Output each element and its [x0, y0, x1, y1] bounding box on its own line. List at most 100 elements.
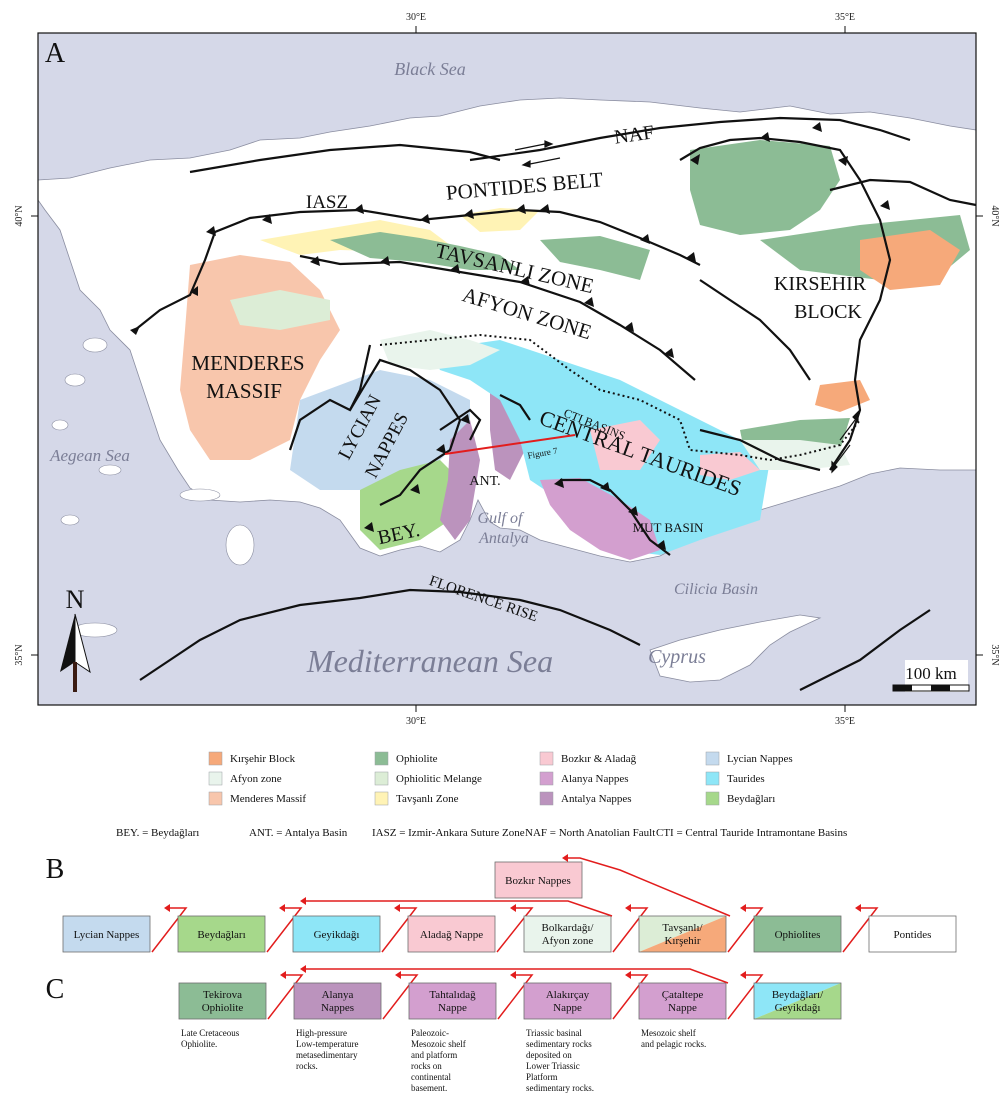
ant-label: ANT.	[469, 474, 500, 489]
nappe-box	[638, 915, 727, 953]
island	[82, 337, 108, 353]
nappe-box	[753, 915, 842, 953]
kirsehir-label: KIRSEHIR	[774, 273, 867, 295]
nappe-box-label: Aladağ Nappe	[420, 929, 483, 941]
nappe-box-label: Afyon zone	[542, 935, 594, 947]
nappe-box-label: Pontides	[894, 929, 932, 941]
nappe-box	[177, 915, 266, 953]
lat-40-right: 40°N	[989, 205, 1000, 226]
bozkir-nappes-box	[494, 861, 583, 899]
block-label: BLOCK	[794, 301, 862, 323]
legend-label: Ophiolite	[396, 753, 438, 765]
legend-swatch	[374, 771, 389, 786]
nappe-box-label: Ophiolite	[202, 1002, 244, 1014]
island	[51, 419, 69, 431]
nappe-box	[178, 982, 267, 1020]
graticule-ticks	[31, 26, 983, 712]
nappe-box-label: Tekirova	[203, 989, 242, 1001]
nappe-box-label: Ophiolites	[775, 929, 821, 941]
thrust-arrow	[266, 907, 303, 953]
thrust-arrowhead	[280, 971, 286, 979]
bozkir-nappes-label: Bozkır Nappes	[505, 875, 571, 887]
nappe-box-label: Nappes	[321, 1002, 354, 1014]
legend-label: Kırşehir Block	[230, 753, 296, 765]
legend-swatch	[374, 791, 389, 806]
thrust-arrowhead	[625, 971, 631, 979]
nappe-box	[407, 915, 496, 953]
nappe-box	[293, 982, 382, 1020]
legend-label: Beydağları	[727, 793, 775, 805]
panel-a-label: A	[45, 38, 66, 69]
scale-bar-label: 100 km	[905, 664, 956, 683]
nappe-description: deposited on	[526, 1050, 572, 1060]
nappe-box-label: Nappe	[668, 1002, 697, 1014]
nappe-description: Mesozoic shelf	[411, 1039, 466, 1049]
thrust-arrowhead	[300, 897, 306, 905]
nappe-box-label: Alanya	[322, 989, 354, 1001]
map-frame	[37, 32, 977, 706]
nappe-box-label: Alakırçay	[546, 989, 590, 1001]
gulf-of-label: Gulf of	[478, 510, 525, 527]
thrust-arrow	[496, 907, 534, 953]
long-thrust-arrow	[304, 900, 613, 917]
nappe-description: Lower Triassic	[526, 1061, 580, 1071]
kirsehir-fill	[639, 916, 726, 952]
nappe-description: sedimentary rocks.	[526, 1083, 594, 1093]
thrust-arrowhead	[625, 904, 631, 912]
thrust-arrowhead	[300, 965, 306, 973]
abbreviation-text: CTI = Central Tauride Intramontane Basin…	[656, 827, 847, 839]
lat-35-right: 35°N	[989, 644, 1000, 665]
beydaglari-fill	[754, 983, 841, 1019]
nappe-description: Late Cretaceous	[181, 1028, 240, 1038]
thrust-arrow	[267, 974, 304, 1020]
island	[179, 488, 221, 502]
lat-35-left: 35°N	[14, 644, 25, 665]
thrust-markers	[130, 122, 890, 550]
nappe-box-label: Nappe	[438, 1002, 467, 1014]
legend-label: Tavşanlı Zone	[396, 793, 459, 805]
legend-swatch	[208, 751, 223, 766]
nappe-box-label: Tahtalıdağ	[429, 989, 476, 1001]
legend-label: Afyon zone	[230, 773, 282, 785]
legend-label: Lycian Nappes	[727, 753, 793, 765]
antalya-label: Antalya	[478, 530, 529, 547]
nappe-box-label: Bolkardağı/	[542, 922, 595, 934]
nappe-box-label: Lycian Nappes	[74, 929, 140, 941]
massif-label: MASSIF	[206, 379, 282, 403]
abbreviation-text: IASZ = Izmir-Ankara Suture Zone	[372, 827, 525, 839]
nappe-box	[868, 915, 957, 953]
thrust-arrowhead	[510, 904, 516, 912]
legend-swatch	[539, 751, 554, 766]
thrust-arrowhead	[395, 971, 401, 979]
nappe-description: basement.	[411, 1083, 447, 1093]
cross-section-line	[444, 434, 576, 455]
legend-swatch	[539, 771, 554, 786]
nappe-description: Ophiolite.	[181, 1039, 217, 1049]
naf-strike-slip-arrows	[514, 140, 859, 474]
abbreviation-text: ANT. = Antalya Basin	[249, 827, 348, 839]
legend-label: Taurides	[727, 773, 765, 785]
thrust-arrow	[612, 974, 649, 1020]
panel-c-label: C	[46, 974, 65, 1005]
lat-40-left: 40°N	[14, 205, 25, 226]
nappe-box	[523, 915, 612, 953]
cti-basin-boundary	[379, 333, 861, 462]
nappe-box	[62, 915, 151, 953]
nappe-description: continental	[411, 1072, 451, 1082]
north-arrow: N	[60, 585, 91, 692]
nappe-description: High-pressure	[296, 1028, 347, 1038]
nappe-box	[638, 982, 727, 1020]
thrust-arrow	[727, 907, 764, 953]
nappe-description: sedimentary rocks	[526, 1039, 592, 1049]
island	[64, 373, 86, 387]
legend-label: Menderes Massif	[230, 793, 306, 805]
nappe-box-label: Kırşehir	[664, 935, 700, 947]
legend-swatch	[539, 791, 554, 806]
legend-label: Alanya Nappes	[561, 773, 629, 785]
nappe-description: Paleozoic-	[411, 1028, 449, 1038]
thrust-arrowhead	[855, 904, 861, 912]
abbreviation-text: NAF = North Anatolian Fault	[525, 827, 655, 839]
